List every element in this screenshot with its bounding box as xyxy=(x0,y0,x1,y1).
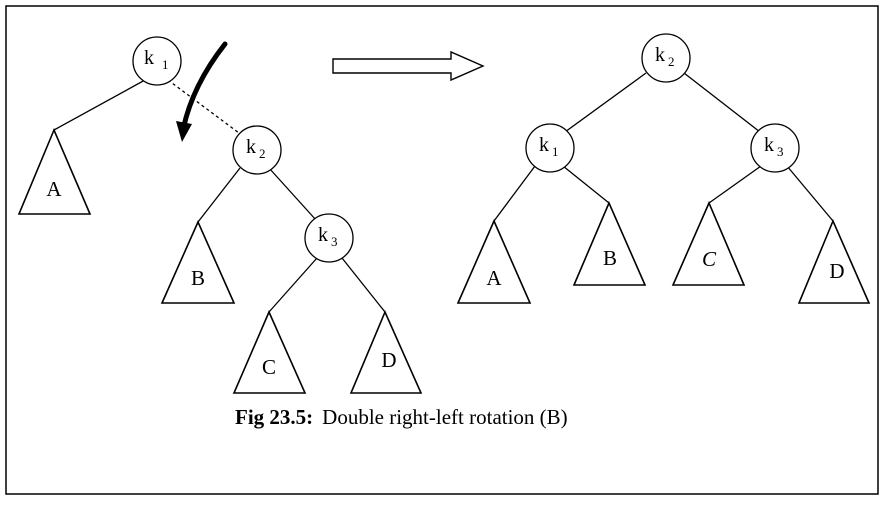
node-k1 xyxy=(132,36,182,86)
node-after-k1-subscript: 1 xyxy=(552,144,559,159)
figure-frame xyxy=(5,5,879,495)
subtree-A xyxy=(17,127,92,215)
subtree-label-A: A xyxy=(46,177,62,201)
tree-after: A B C D k 2 k 1 k 3 xyxy=(456,33,871,304)
subtree-after-C xyxy=(671,200,746,286)
subtree-after-B xyxy=(572,200,647,286)
subtree-label-D: D xyxy=(381,348,396,372)
edge-k2-B xyxy=(197,167,241,223)
subtree-B xyxy=(160,220,236,304)
subtree-label-B: B xyxy=(191,266,205,290)
subtree-label-C: C xyxy=(262,355,276,379)
node-after-k1-label: k xyxy=(539,134,549,156)
tree-before: A B C D k 1 k 2 k 3 xyxy=(17,36,423,394)
edge-after-k3-D xyxy=(786,165,834,222)
curved-rotation-arrow-icon xyxy=(176,41,228,142)
right-outline-arrow-icon xyxy=(332,50,485,82)
node-k2 xyxy=(232,125,282,175)
node-k2-subscript: 2 xyxy=(259,146,266,161)
node-after-k2-label: k xyxy=(655,44,665,66)
subtree-after-label-A: A xyxy=(486,266,502,290)
edge-k3-D xyxy=(341,257,386,313)
node-after-k3 xyxy=(750,123,800,173)
subtree-after-D xyxy=(797,218,871,304)
subtree-D xyxy=(349,309,423,394)
edge-k1-k2-dotted xyxy=(167,79,244,137)
subtree-after-A xyxy=(456,219,532,304)
edge-after-k3-C xyxy=(708,165,762,204)
node-after-k2 xyxy=(641,33,691,83)
edge-k3-C xyxy=(268,257,318,313)
node-after-k2-subscript: 2 xyxy=(668,54,675,69)
subtree-after-label-C: C xyxy=(702,247,717,271)
node-k1-label: k xyxy=(144,47,154,69)
edge-after-k2-k1 xyxy=(564,72,647,133)
edge-after-k1-B xyxy=(562,165,610,204)
node-after-k3-label: k xyxy=(764,134,774,156)
node-k2-label: k xyxy=(246,136,256,158)
edge-k1-A xyxy=(53,79,146,131)
subtree-after-label-D: D xyxy=(829,259,844,283)
node-k3 xyxy=(304,213,354,263)
node-k3-subscript: 3 xyxy=(331,234,338,249)
edge-k2-k3 xyxy=(268,167,317,221)
edge-after-k2-k3 xyxy=(683,72,761,133)
subtree-after-label-B: B xyxy=(603,246,617,270)
figure-caption: Fig 23.5: Double right-left rotation (B) xyxy=(235,405,568,429)
caption-text: Double right-left rotation (B) xyxy=(322,405,568,429)
edge-after-k1-A xyxy=(493,165,536,222)
node-k3-label: k xyxy=(318,224,328,246)
node-k1-subscript: 1 xyxy=(162,57,169,72)
subtree-C xyxy=(232,310,307,394)
caption-label: Fig 23.5: xyxy=(235,405,313,429)
node-after-k3-subscript: 3 xyxy=(777,144,784,159)
node-after-k1 xyxy=(525,123,575,173)
